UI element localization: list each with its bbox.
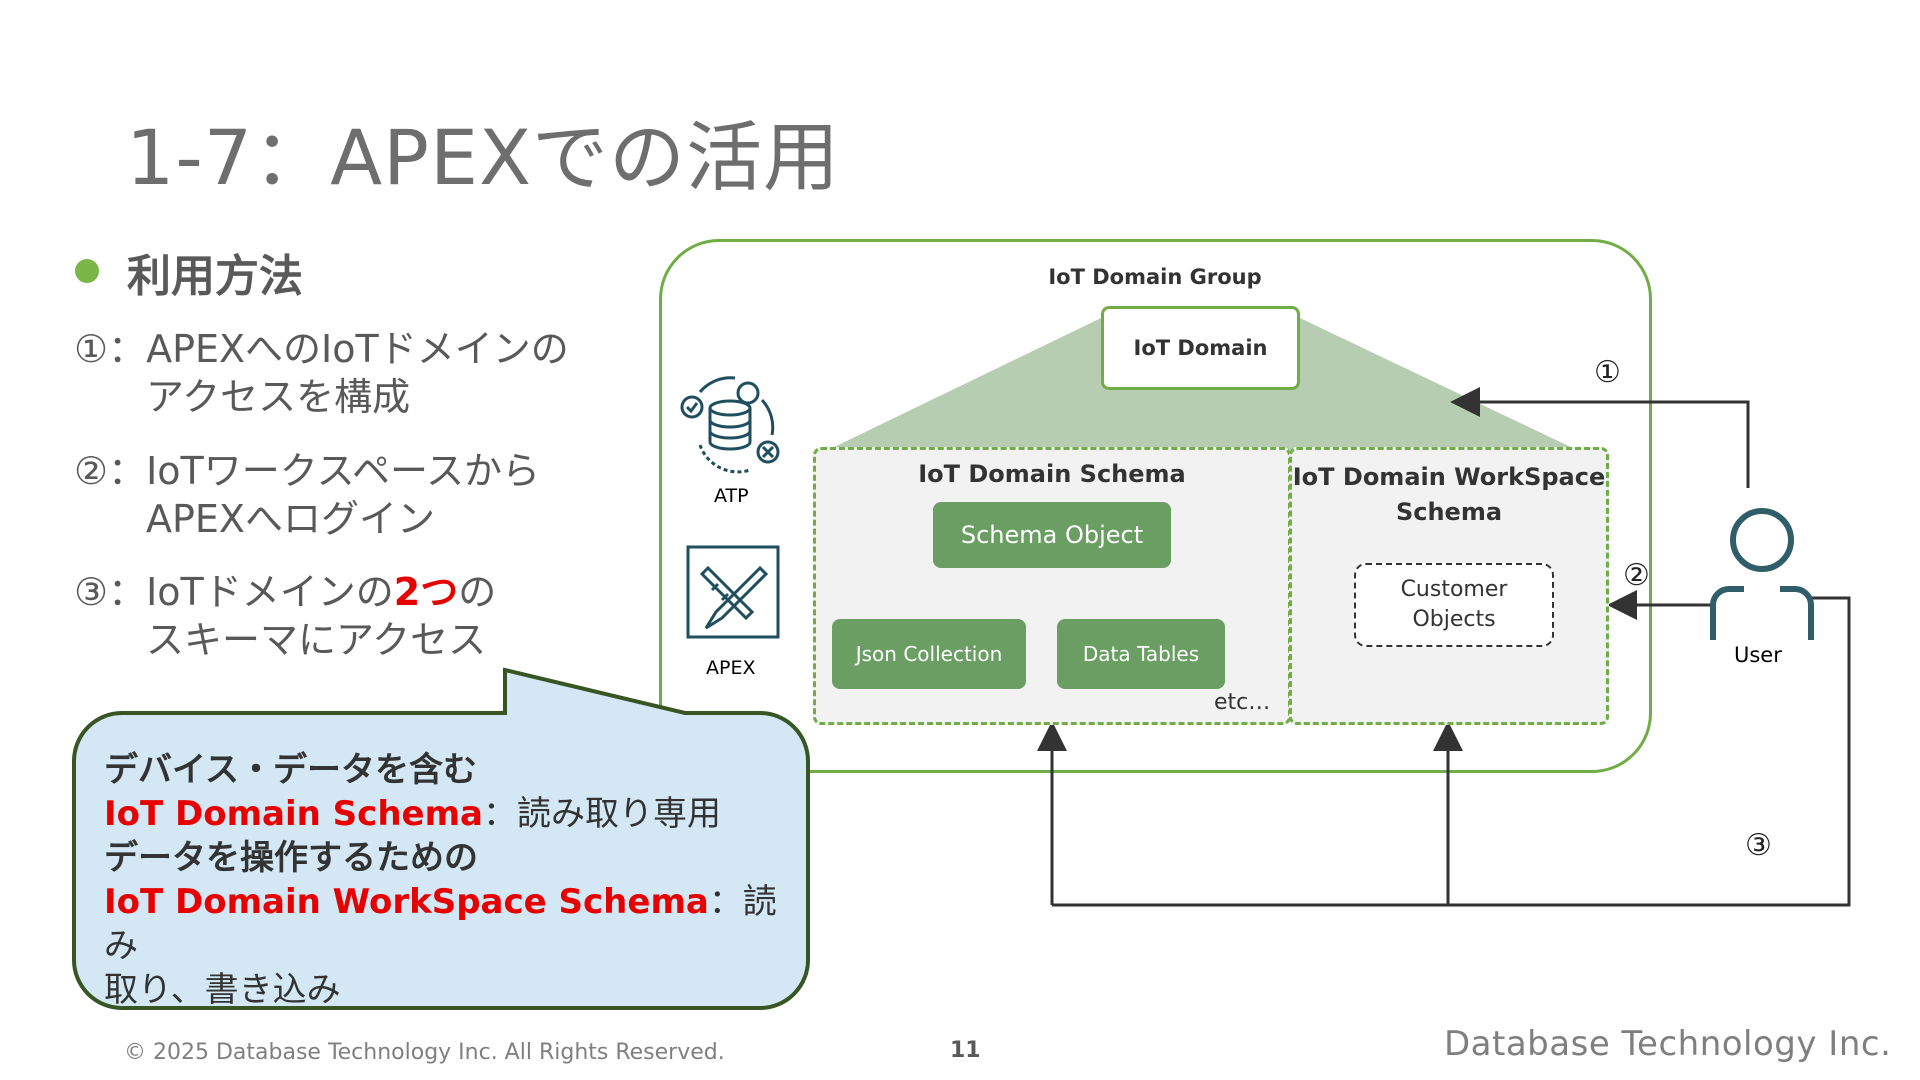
step-highlight: 2つ — [393, 570, 459, 614]
step-marker: ② — [74, 449, 109, 493]
step-text-cont: アクセスを構成 — [146, 375, 411, 419]
apex-label: APEX — [706, 657, 756, 679]
iot-domain-group-frame — [659, 239, 1652, 773]
copyright: © 2025 Database Technology Inc. All Righ… — [124, 1040, 725, 1065]
usage-step-1: ①：APEXへのIoTドメインの アクセスを構成 — [74, 325, 569, 421]
callout-line-3: データを操作するための — [104, 838, 478, 878]
step-text-post: の — [458, 570, 497, 614]
callout-line-5: 取り、書き込み — [104, 970, 341, 1010]
arrow-label-2: ② — [1623, 558, 1650, 593]
callout-rest: ：読み取り専用 — [482, 794, 721, 834]
callout-text: デバイス・データを含む IoT Domain Schema：読み取り専用 データ… — [104, 748, 804, 1012]
arrow-label-1: ① — [1594, 355, 1621, 390]
usage-step-3: ③：IoTドメインの2つの スキーマにアクセス — [74, 568, 496, 664]
usage-step-2: ②：IoTワークスペースから APEXへログイン — [74, 447, 540, 543]
callout-highlight-workspace: IoT Domain WorkSpace Schema — [104, 882, 709, 922]
apex-pencil-ruler-icon — [686, 545, 780, 639]
schema-left-title: IoT Domain Schema — [918, 460, 1186, 488]
callout-line-4: IoT Domain WorkSpace Schema：読み — [104, 880, 804, 968]
etc-label: etc… — [1214, 690, 1271, 715]
schema-right-title-line1: IoT Domain WorkSpace — [1292, 463, 1606, 491]
data-tables-node: Data Tables — [1057, 619, 1225, 689]
atp-database-icon — [680, 376, 780, 474]
iot-domain-box: IoT Domain — [1101, 306, 1300, 390]
atp-label: ATP — [714, 485, 749, 507]
callout-highlight-schema: IoT Domain Schema — [104, 794, 483, 834]
group-label: IoT Domain Group — [1048, 265, 1262, 289]
step-text-cont: スキーマにアクセス — [146, 618, 487, 662]
step-text-cont: APEXへログイン — [146, 497, 435, 541]
step-text: ：IoTドメインの — [108, 570, 394, 614]
customer-objects-node: Customer Objects — [1354, 563, 1554, 647]
callout-line-1: デバイス・データを含む — [104, 750, 477, 790]
usage-heading: 利用方法 — [127, 251, 303, 302]
step-marker: ③ — [74, 570, 109, 614]
callout-line-2: IoT Domain Schema：読み取り専用 — [104, 792, 804, 836]
json-collection-node: Json Collection — [832, 619, 1026, 689]
arrow-1 — [1450, 387, 1750, 488]
customer-objects-line1: Customer — [1400, 577, 1508, 602]
arrow-label-3: ③ — [1745, 828, 1772, 863]
page-number: 11 — [950, 1038, 981, 1063]
bullet-dot — [75, 259, 99, 283]
schema-right-title-line2: Schema — [1395, 498, 1503, 526]
company-logo: Database Technology Inc. — [1444, 1024, 1892, 1064]
schema-object-node: Schema Object — [933, 502, 1171, 568]
arrow-3-bus — [1052, 596, 1851, 907]
user-label: User — [1734, 643, 1782, 667]
callout-rest: ：読み — [104, 882, 777, 966]
step-marker: ① — [74, 327, 109, 371]
page-title: 1-7：APEXでの活用 — [126, 113, 841, 202]
user-person-icon — [1710, 508, 1814, 640]
schema-right-title: IoT Domain WorkSpace Schema — [1289, 460, 1609, 530]
step-text: ：APEXへのIoTドメインの — [108, 327, 569, 371]
customer-objects-line2: Objects — [1412, 607, 1496, 632]
step-text: ：IoTワークスペースから — [108, 449, 541, 493]
